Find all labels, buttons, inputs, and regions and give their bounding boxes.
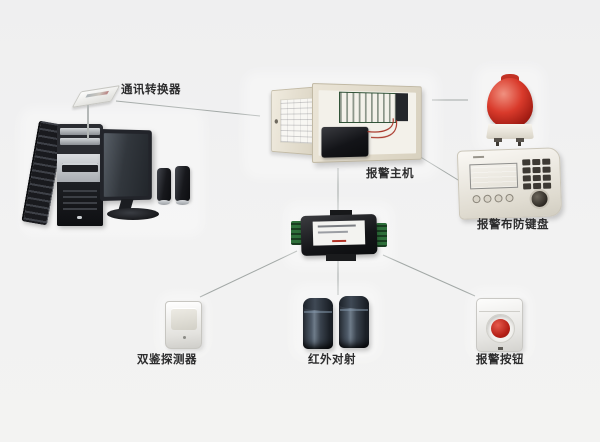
keypad-logo [473, 155, 485, 159]
drive-slot [62, 163, 98, 172]
module-body [300, 214, 378, 256]
monitor-screen [103, 133, 149, 197]
power-led [77, 216, 82, 219]
panic-button [475, 295, 525, 353]
label-line [332, 239, 347, 243]
detector-led [183, 336, 186, 339]
keypad-key [522, 167, 531, 174]
optical-drive [60, 128, 100, 135]
red-wires [313, 84, 421, 162]
keypad-key [542, 158, 551, 165]
communication-converter [71, 82, 124, 140]
keypad-key [522, 175, 531, 182]
label-line [317, 230, 348, 234]
keypad-knob [529, 188, 550, 210]
module-tab [326, 254, 356, 261]
label-detector: 双鉴探测器 [137, 354, 197, 366]
detector-lens [171, 308, 197, 330]
wiring-diagram-sticker [280, 97, 313, 145]
line-host-keypad [413, 152, 464, 184]
ir-beam-left [303, 298, 333, 349]
label-ir-beam: 红外对射 [308, 354, 356, 366]
panic-led [498, 347, 503, 350]
lcd-display [469, 162, 519, 190]
line-converter-host [115, 100, 261, 117]
module-label [312, 220, 366, 246]
enclosure-body [312, 83, 422, 163]
alarm-host [250, 78, 432, 172]
function-button [483, 194, 492, 203]
detector-body [165, 301, 202, 349]
case-seam [479, 311, 520, 312]
computer-workstation [21, 114, 198, 230]
keypad-key [542, 166, 551, 173]
keypad-key [532, 158, 541, 166]
keypad-key [532, 174, 541, 182]
terminal-block-left [291, 221, 302, 245]
label-alarm-host: 报警主机 [366, 168, 414, 180]
beacon-base [486, 124, 534, 139]
keypad-key [522, 159, 531, 166]
beacon-dome [487, 78, 533, 128]
beacon-foot [494, 138, 502, 146]
keypad-key [532, 166, 541, 174]
speaker-base [176, 200, 189, 205]
keypad-buttons [522, 158, 552, 190]
converter-box [71, 85, 121, 108]
tower-lower-panel [57, 182, 103, 226]
line-module-panic [382, 254, 476, 297]
speaker-right [175, 166, 190, 205]
converter-stand [87, 105, 89, 139]
pc-tower [57, 124, 103, 226]
arming-keypad [456, 147, 563, 220]
label-panic-button: 报警按钮 [476, 354, 524, 366]
tower-front-panel [57, 154, 103, 182]
label-converter: 通讯转换器 [121, 84, 181, 96]
panic-button-body [476, 298, 523, 352]
monitor-base [107, 208, 159, 220]
keypad-key [523, 183, 532, 190]
ir-beam-sensors [298, 291, 374, 353]
function-button [505, 193, 514, 203]
button-ring [486, 314, 515, 343]
speaker-left [157, 168, 171, 205]
speaker-base [158, 200, 170, 205]
door-lock [274, 119, 279, 124]
label-keypad: 报警布防键盘 [477, 219, 549, 231]
optical-drive [60, 138, 100, 145]
bus-module [290, 208, 388, 262]
motion-detector [164, 299, 202, 349]
vent-grille [63, 190, 97, 212]
terminal-block-right [376, 223, 387, 247]
drive-bays [57, 124, 103, 154]
alarm-beacon [482, 72, 538, 146]
beacon-foot [516, 138, 524, 146]
keypad-key [542, 182, 552, 189]
converter-ports [85, 90, 110, 98]
keypad-key [542, 174, 551, 181]
function-button [472, 195, 481, 204]
line-module-detector [199, 250, 298, 298]
module-tab [330, 210, 352, 217]
ir-beam-right [339, 296, 369, 348]
label-line [317, 224, 356, 228]
red-button [491, 319, 510, 338]
function-button [494, 194, 503, 203]
